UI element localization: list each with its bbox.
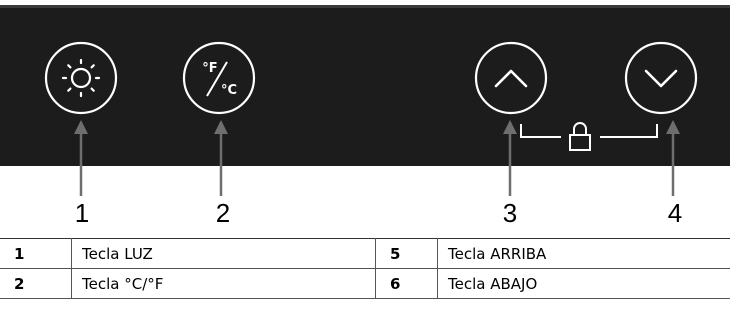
control-panel-figure: °F °C [0,5,730,228]
lock-combination-indicator [520,122,658,151]
fahrenheit-celsius-icon: °F °C [202,61,237,98]
lock-icon [569,122,591,151]
legend-table: 1 Tecla LUZ 5 Tecla ARRIBA 2 Tecla °C/°F… [0,238,730,299]
chevron-down-icon [644,69,678,88]
control-panel [0,5,730,166]
light-key[interactable] [44,41,118,115]
callout-number-3: 3 [502,198,518,228]
celsius-label: °C [221,83,237,98]
leader-4 [666,120,680,196]
callout-number-1: 1 [74,198,90,228]
leader-3 [503,120,517,196]
up-key[interactable] [474,41,548,115]
panel-top-edge [0,5,730,8]
panel-overlay: °F °C [44,41,698,196]
temp-unit-key[interactable]: °F °C [182,41,256,115]
leader-2 [214,120,228,196]
legend-number: 1 [0,238,72,269]
callout-number-4: 4 [667,198,683,228]
legend-label: Tecla ABAJO [437,268,730,299]
legend-number: 5 [375,238,438,269]
chevron-up-icon [494,69,528,88]
legend-number: 2 [0,268,72,299]
leader-lines [74,120,680,196]
table-row: 1 Tecla LUZ 5 Tecla ARRIBA [0,238,730,269]
fahrenheit-label: °F [202,61,217,76]
sun-icon [61,58,101,98]
legend-label: Tecla °C/°F [71,268,376,299]
down-key[interactable] [624,41,698,115]
legend-label: Tecla LUZ [71,238,376,269]
legend-label: Tecla ARRIBA [437,238,730,269]
legend-number: 6 [375,268,438,299]
leader-1 [74,120,88,196]
callout-number-2: 2 [215,198,231,228]
table-row: 2 Tecla °C/°F 6 Tecla ABAJO [0,268,730,299]
